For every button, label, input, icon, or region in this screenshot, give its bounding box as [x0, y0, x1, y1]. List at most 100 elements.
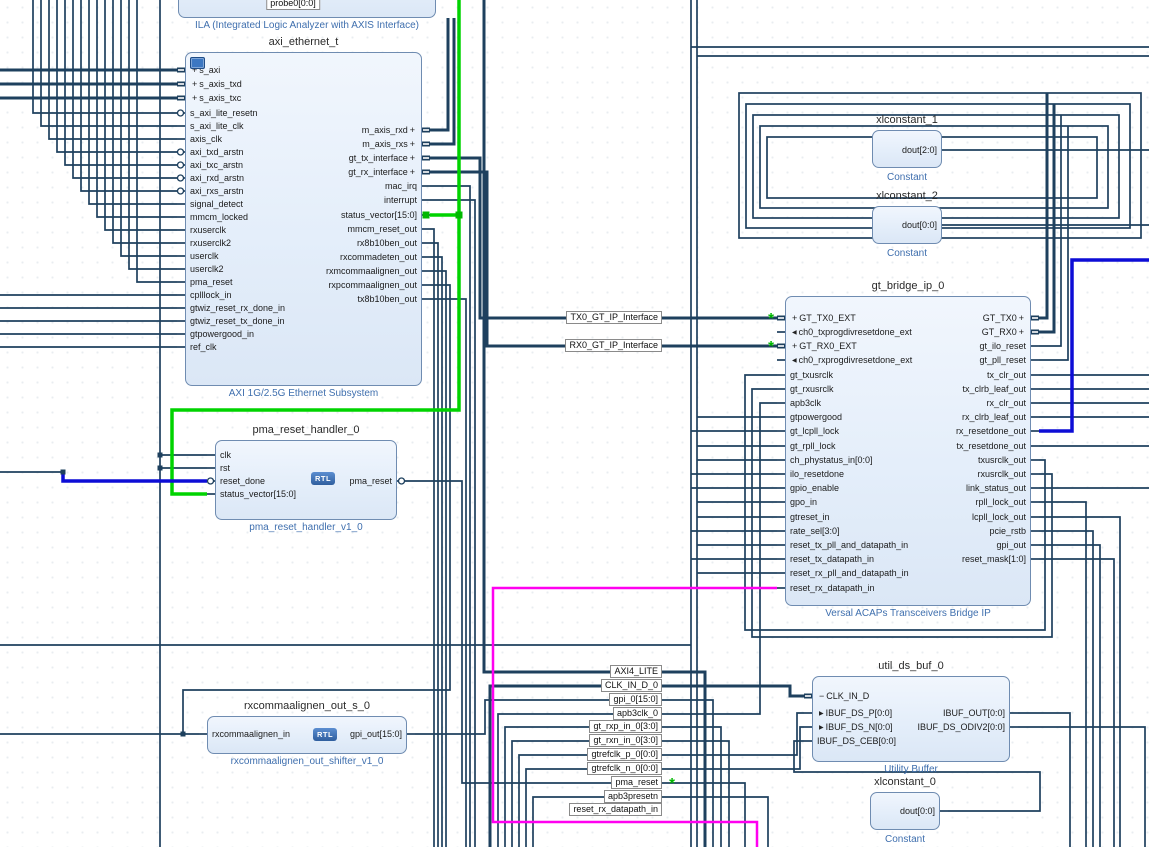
net-label-gtrefclk_p_0[0:0][interactable]: gtrefclk_p_0[0:0]	[587, 748, 662, 761]
port-axi_ethernet_t-axi_rxd_arstn[interactable]: axi_rxd_arstn	[190, 172, 417, 184]
port-axi_ethernet_t-axi_txc_arstn[interactable]: axi_txc_arstn	[190, 159, 417, 171]
port-gt_bridge_ip_0-GT_RX0[interactable]: GT_RX0+	[790, 326, 1026, 338]
wire-status_vector_green[interactable]	[170, 0, 461, 496]
port-pma_reset_handler_0-status_vector[15:0][interactable]: status_vector[15:0]	[220, 488, 392, 500]
port-axi_ethernet_t-interrupt[interactable]: interrupt	[190, 194, 417, 206]
port-axi_ethernet_t-userclk2[interactable]: userclk2	[190, 263, 417, 275]
wire-TX0_GT_IP_Interface[interactable]	[430, 156, 777, 320]
wire-rpll_lock_out[interactable]	[1039, 501, 1087, 847]
port-gt_bridge_ip_0-reset_tx_datapath_in[interactable]: reset_tx_datapath_in	[790, 553, 1026, 565]
port-gt_bridge_ip_0-rxusrclk_out[interactable]: rxusrclk_out	[790, 468, 1026, 480]
wire-apb3clk_0[interactable]	[497, 402, 777, 847]
port-gt_bridge_ip_0-gt_ilo_reset[interactable]: gt_ilo_reset	[790, 340, 1026, 352]
port-axi_ethernet_t-s_axi_lite_clk[interactable]: s_axi_lite_clk	[190, 120, 417, 132]
port-axi_ethernet_t-mmcm_reset_out[interactable]: mmcm_reset_out	[190, 223, 417, 235]
wire-rx_resetdone_out_blue[interactable]	[1039, 258, 1149, 433]
wire-reset_mask[interactable]	[1039, 558, 1115, 847]
port-gt_bridge_ip_0-ch0_rxprogdivresetdone_ext[interactable]: ◀ch0_rxprogdivresetdone_ext	[790, 354, 1026, 366]
net-label-apb3presetn[interactable]: apb3presetn	[603, 790, 662, 803]
port-axi_ethernet_t-axi_txd_arstn[interactable]: axi_txd_arstn	[190, 146, 417, 158]
net-label-AXI4_LITE[interactable]: AXI4_LITE	[610, 665, 662, 678]
port-gt_bridge_ip_0-pcie_rstb[interactable]: pcie_rstb	[790, 525, 1026, 537]
block-xlconstant_2[interactable]	[872, 206, 942, 244]
wire-axi_txc_arstn[interactable]	[64, 0, 177, 166]
wire-rxmcommaalignen_out[interactable]	[430, 270, 447, 847]
port-axi_ethernet_t-tx8b10ben_out[interactable]: tx8b10ben_out	[190, 293, 417, 305]
net-label-gt_rxp_in_0[3:0][interactable]: gt_rxp_in_0[3:0]	[589, 720, 662, 733]
port-xlconstant_1-dout[2:0][interactable]: dout[2:0]	[877, 144, 937, 156]
port-axi_ethernet_t-pma_reset[interactable]: pma_reset	[190, 276, 417, 288]
port-gt_bridge_ip_0-gpio_enable[interactable]: gpio_enable	[790, 482, 1026, 494]
port-gt_bridge_ip_0-rx_resetdone_out[interactable]: rx_resetdone_out	[790, 425, 1026, 437]
port-axi_ethernet_t-s_axis_txc[interactable]: +s_axis_txc	[190, 92, 417, 104]
port-gt_bridge_ip_0-txusrclk_out[interactable]: txusrclk_out	[790, 454, 1026, 466]
wire-CLK_IN_D_0[interactable]	[488, 684, 804, 847]
wire-pma_reset_net[interactable]	[405, 480, 746, 847]
wire-mmcm_reset_out[interactable]	[430, 228, 435, 847]
wire-rxcommadeten_out[interactable]	[430, 256, 443, 847]
port-axi_ethernet_t-rxpcommaalignen_out[interactable]: rxpcommaalignen_out	[190, 279, 417, 291]
port-util_ds_buf_0-IBUF_DS_ODIV2[0:0][interactable]: IBUF_DS_ODIV2[0:0]	[817, 721, 1005, 733]
port-gt_bridge_ip_0-reset_rx_pll_and_datapath_in[interactable]: reset_rx_pll_and_datapath_in	[790, 567, 1026, 579]
port-axi_ethernet_t-rx8b10ben_out[interactable]: rx8b10ben_out	[190, 237, 417, 249]
port-pma_reset_handler_0-clk[interactable]: clk	[220, 449, 392, 461]
port-axi_ethernet_t-userclk[interactable]: userclk	[190, 250, 417, 262]
port-axi_ethernet_t-gt_tx_interface[interactable]: gt_tx_interface+	[190, 152, 417, 164]
wire-mmcm_locked[interactable]	[96, 0, 177, 218]
port-axi_ethernet_t-s_axi_lite_resetn[interactable]: s_axi_lite_resetn	[190, 107, 417, 119]
net-label-gt_rxn_in_0[3:0][interactable]: gt_rxn_in_0[3:0]	[589, 734, 662, 747]
port-gt_bridge_ip_0-gt_lcpll_lock[interactable]: gt_lcpll_lock	[790, 425, 1026, 437]
port-gt_bridge_ip_0-link_status_out[interactable]: link_status_out	[790, 482, 1026, 494]
wire-reset_done_blue[interactable]	[61, 472, 207, 483]
wire-m_axis_rxd[interactable]	[430, 18, 450, 132]
net-label-TX0_GT_IP_Interface[interactable]: TX0_GT_IP_Interface	[566, 311, 662, 324]
port-gt_bridge_ip_0-rpll_lock_out[interactable]: rpll_lock_out	[790, 496, 1026, 508]
port-gt_bridge_ip_0-rx_clrb_leaf_out[interactable]: rx_clrb_leaf_out	[790, 411, 1026, 423]
port-axi_ethernet_t-status_vector[15:0][interactable]: status_vector[15:0]	[190, 209, 417, 221]
wire-axi_rxd_arstn[interactable]	[72, 0, 177, 179]
port-gt_bridge_ip_0-ilo_resetdone[interactable]: ilo_resetdone	[790, 468, 1026, 480]
port-rxcommaalignen_out_s_0-rxcommaalignen_in[interactable]: rxcommaalignen_in	[212, 728, 402, 740]
port-axi_ethernet_t-mmcm_locked[interactable]: mmcm_locked	[190, 211, 417, 223]
net-label-apb3clk_0[interactable]: apb3clk_0	[612, 707, 662, 720]
wire-GT_TX0[interactable]	[1039, 93, 1049, 320]
wire-tx8b10ben_out[interactable]	[430, 298, 467, 847]
wire-interrupt[interactable]	[430, 199, 476, 847]
wire-IBUF_OUT[interactable]	[1018, 712, 1071, 847]
port-rxcommaalignen_out_s_0-gpi_out[15:0][interactable]: gpi_out[15:0]	[212, 728, 402, 740]
port-gt_bridge_ip_0-gtreset_in[interactable]: gtreset_in	[790, 511, 1026, 523]
port-axi_ethernet_t-mac_irq[interactable]: mac_irq	[190, 180, 417, 192]
wire-mac_irq[interactable]	[430, 185, 471, 847]
port-pma_reset_handler_0-pma_reset[interactable]: pma_reset	[220, 475, 392, 487]
port-axi_ethernet_t-gtwiz_reset_tx_done_in[interactable]: gtwiz_reset_tx_done_in	[190, 315, 417, 327]
port-axi_ethernet_t-gtpowergood_in[interactable]: gtpowergood_in	[190, 328, 417, 340]
port-gt_bridge_ip_0-gtpowergood[interactable]: gtpowergood	[790, 411, 1026, 423]
port-axi_ethernet_t-rxmcommaalignen_out[interactable]: rxmcommaalignen_out	[190, 265, 417, 277]
wire-userclk[interactable]	[120, 0, 177, 257]
wire-gpi_out[interactable]	[1039, 544, 1101, 847]
block-util_ds_buf_0[interactable]	[812, 676, 1010, 762]
port-util_ds_buf_0-IBUF_DS_CEB[0:0][interactable]: IBUF_DS_CEB[0:0]	[817, 735, 1005, 747]
block-rxcommaalignen_out_s_0[interactable]	[207, 716, 407, 754]
wire-axi_rxs_arstn[interactable]	[80, 0, 177, 192]
block-xlconstant_1[interactable]	[872, 130, 942, 168]
wire-lcpll_lock_out[interactable]	[1039, 516, 1121, 847]
port-gt_bridge_ip_0-gpi_out[interactable]: gpi_out	[790, 539, 1026, 551]
wire-rxuserclk[interactable]	[104, 0, 177, 231]
port-axi_ethernet_t-ref_clk[interactable]: ref_clk	[190, 341, 417, 353]
port-gt_bridge_ip_0-gt_rpll_lock[interactable]: gt_rpll_lock	[790, 440, 1026, 452]
port-axi_ethernet_t-cplllock_in[interactable]: cplllock_in	[190, 289, 417, 301]
wire-GT_RX0[interactable]	[1039, 104, 1056, 334]
wire-rx8b10ben_out[interactable]	[430, 242, 439, 847]
port-axi_ethernet_t-s_axis_txd[interactable]: +s_axis_txd	[190, 78, 417, 90]
wire-pcie_rstb[interactable]	[1039, 530, 1094, 847]
port-gt_bridge_ip_0-rx_clr_out[interactable]: rx_clr_out	[790, 397, 1026, 409]
wire-signal_detect[interactable]	[88, 0, 177, 205]
port-gt_bridge_ip_0-tx_resetdone_out[interactable]: tx_resetdone_out	[790, 440, 1026, 452]
wire-axi_txd_arstn[interactable]	[56, 0, 177, 153]
port-util_ds_buf_0-IBUF_DS_P[0:0][interactable]: ▶IBUF_DS_P[0:0]	[817, 707, 1005, 719]
wire-pma_reset_in[interactable]	[136, 0, 177, 283]
port-axi_ethernet_t-s_axi[interactable]: +s_axi	[190, 64, 417, 76]
port-gt_bridge_ip_0-gt_rxusrclk[interactable]: gt_rxusrclk	[790, 383, 1026, 395]
port-gt_bridge_ip_0-reset_tx_pll_and_datapath_in[interactable]: reset_tx_pll_and_datapath_in	[790, 539, 1026, 551]
